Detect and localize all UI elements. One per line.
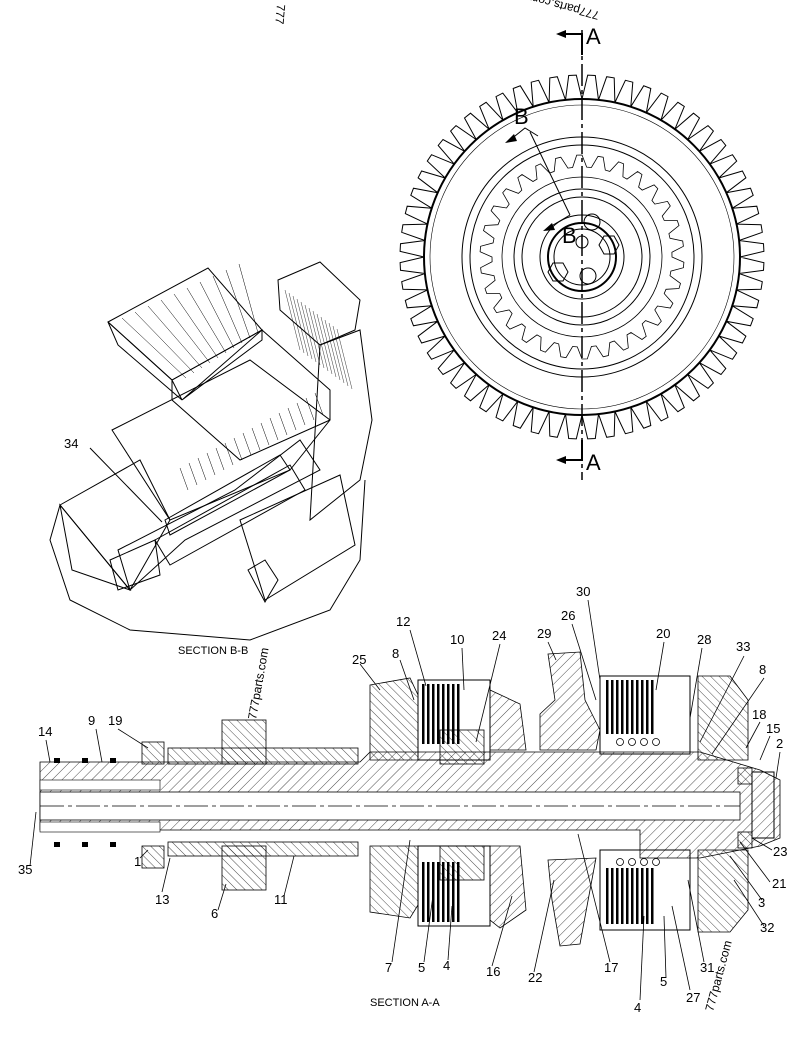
callout-28: 28 bbox=[697, 632, 711, 647]
watermark-bottom: 777parts.com bbox=[702, 939, 734, 1013]
callout-12: 12 bbox=[396, 614, 410, 629]
watermark-mid: 777parts.com bbox=[245, 646, 271, 720]
callout-8-right: 8 bbox=[759, 662, 766, 677]
section-b-upper-label: B bbox=[514, 104, 529, 129]
clutch-pack-2 bbox=[606, 680, 660, 924]
section-aa-view bbox=[29, 599, 781, 1001]
callout-2: 2 bbox=[776, 736, 783, 751]
callout-35: 35 bbox=[18, 862, 32, 877]
callout-15: 15 bbox=[766, 721, 780, 736]
callout-29: 29 bbox=[537, 626, 551, 641]
callout-27: 27 bbox=[686, 990, 700, 1005]
callout-30: 30 bbox=[576, 584, 590, 599]
section-bb-caption: SECTION B-B bbox=[178, 645, 248, 657]
callout-23: 23 bbox=[773, 844, 787, 859]
callout-1: 1 bbox=[134, 854, 141, 869]
section-aa-caption: SECTION A-A bbox=[370, 997, 440, 1009]
callout-8: 8 bbox=[392, 646, 399, 661]
callout-24: 24 bbox=[492, 628, 506, 643]
callout-22: 22 bbox=[528, 970, 542, 985]
callout-26: 26 bbox=[561, 608, 575, 623]
callout-31: 31 bbox=[700, 960, 714, 975]
callout-34: 34 bbox=[64, 436, 78, 451]
callout-33: 33 bbox=[736, 639, 750, 654]
watermark-top: 777parts.com bbox=[527, 0, 601, 23]
callout-11: 11 bbox=[274, 892, 288, 907]
callout-10: 10 bbox=[450, 632, 464, 647]
section-a-bottom-label: A bbox=[586, 450, 601, 475]
callout-32: 32 bbox=[760, 920, 774, 935]
section-bb-shading bbox=[121, 263, 353, 491]
section-a-top-label: A bbox=[586, 24, 601, 49]
callout-17: 17 bbox=[604, 960, 618, 975]
callout-6: 6 bbox=[211, 906, 218, 921]
callout-7: 7 bbox=[385, 960, 392, 975]
callout-21: 21 bbox=[772, 876, 786, 891]
callout-leaders bbox=[29, 599, 781, 1001]
watermark-fragment: 777 bbox=[272, 4, 288, 25]
callout-9: 9 bbox=[88, 713, 95, 728]
callout-18: 18 bbox=[752, 707, 766, 722]
callout-19: 19 bbox=[108, 713, 122, 728]
callout-5: 5 bbox=[418, 960, 425, 975]
callout-4-right: 4 bbox=[634, 1000, 641, 1015]
section-line-aa: A A bbox=[556, 24, 601, 480]
callout-25: 25 bbox=[352, 652, 366, 667]
callout-3: 3 bbox=[758, 895, 765, 910]
callout-4: 4 bbox=[443, 958, 450, 973]
callout-16: 16 bbox=[486, 964, 500, 979]
section-line-bb: B B bbox=[505, 104, 577, 248]
section-bb-view: 34 SECTION B-B bbox=[49, 261, 373, 657]
callout-5-right: 5 bbox=[660, 974, 667, 989]
callout-13: 13 bbox=[155, 892, 169, 907]
callout-20: 20 bbox=[656, 626, 670, 641]
callout-14: 14 bbox=[38, 724, 52, 739]
section-b-lower-label: B bbox=[562, 223, 577, 248]
